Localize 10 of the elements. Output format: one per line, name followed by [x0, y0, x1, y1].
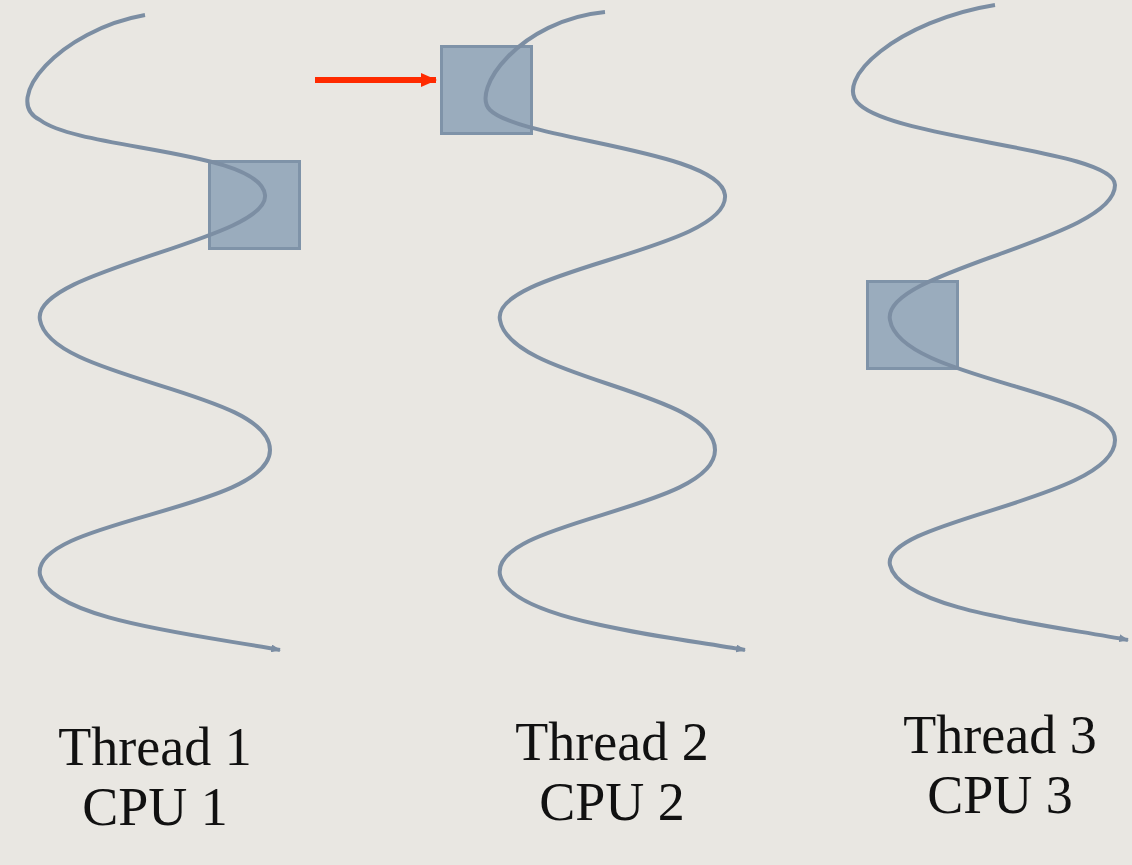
- square-marker: [866, 280, 959, 370]
- cpu-label: CPU 3: [927, 768, 1073, 822]
- arrow: [315, 73, 437, 87]
- square-marker: [440, 45, 533, 135]
- thread-label: Thread 2: [515, 715, 709, 769]
- cpu-label: CPU 2: [539, 775, 685, 829]
- square-marker: [208, 160, 301, 250]
- thread-label: Thread 1: [58, 720, 252, 774]
- cpu-label: CPU 1: [82, 780, 228, 834]
- thread-label: Thread 3: [903, 708, 1097, 762]
